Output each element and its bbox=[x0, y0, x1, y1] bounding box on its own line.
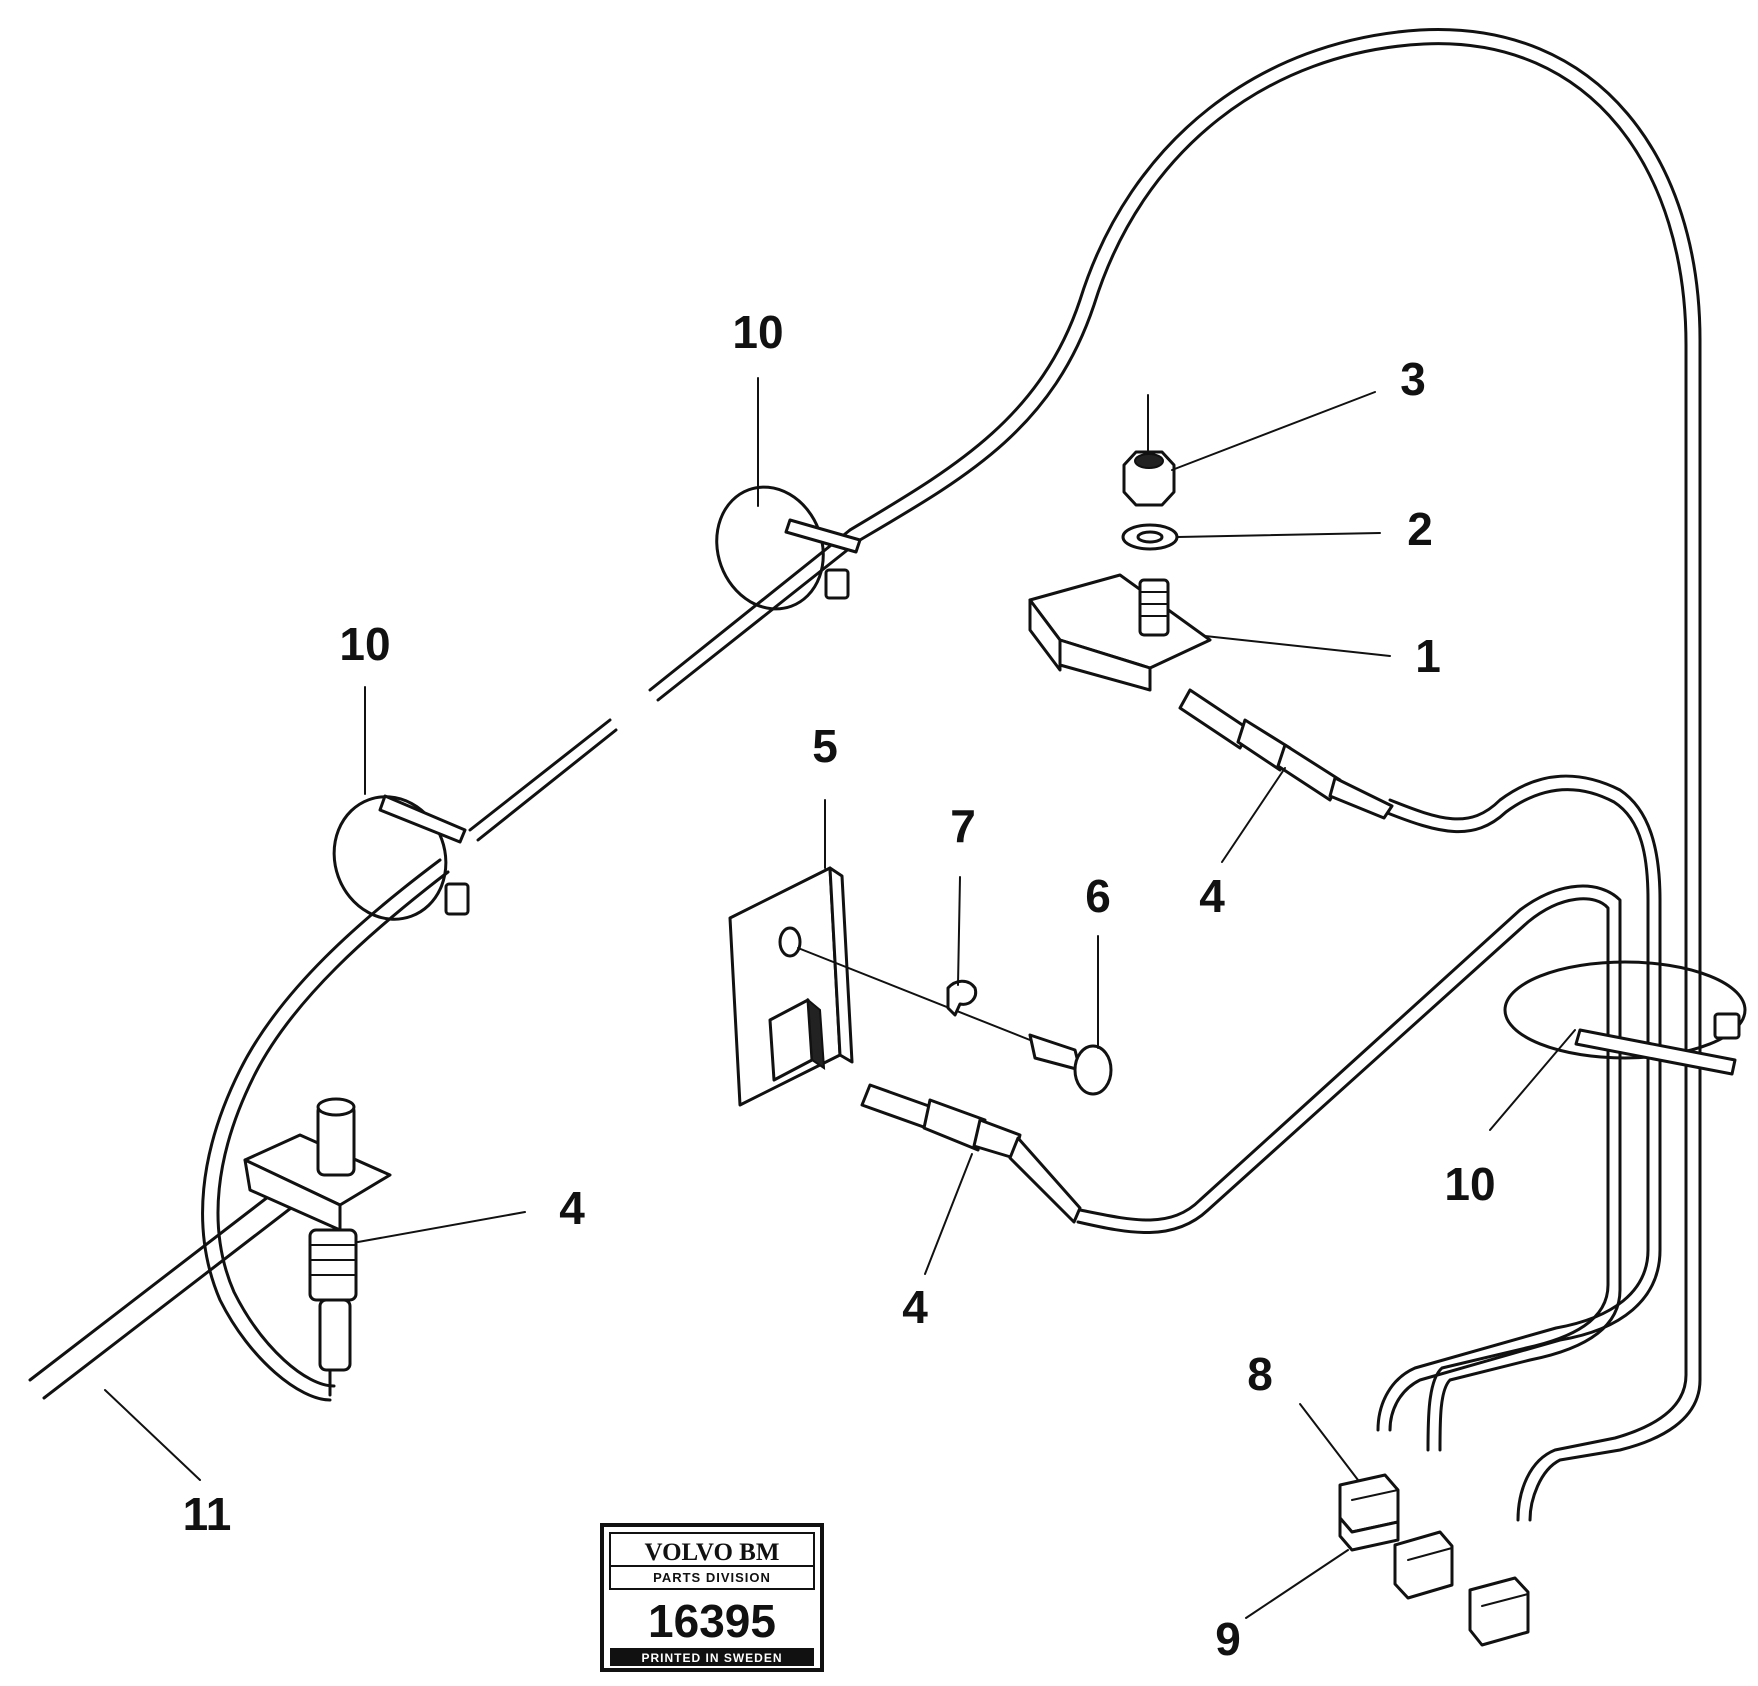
callout-11: 11 bbox=[183, 1488, 232, 1540]
callout-10-lower: 10 bbox=[339, 618, 390, 670]
callout-4-middle: 4 bbox=[902, 1281, 928, 1333]
cable-harness bbox=[28, 28, 1702, 1522]
connector-right-a bbox=[1393, 1530, 1454, 1600]
callout-10-upper: 10 bbox=[732, 306, 783, 358]
washer bbox=[1121, 523, 1179, 551]
callout-5: 5 bbox=[812, 720, 838, 772]
callout-4-left: 4 bbox=[559, 1182, 585, 1234]
callout-6: 6 bbox=[1085, 870, 1111, 922]
callout-3: 3 bbox=[1400, 353, 1426, 405]
sensor-middle bbox=[860, 1083, 1082, 1224]
callout-8: 8 bbox=[1247, 1348, 1273, 1400]
plate-brand: VOLVO BM bbox=[645, 1539, 780, 1566]
plate-number: 16395 bbox=[648, 1595, 776, 1647]
connector-right-b bbox=[1468, 1576, 1530, 1647]
plate-division: PARTS DIVISION bbox=[653, 1570, 771, 1585]
callout-10-right: 10 bbox=[1444, 1158, 1495, 1210]
cable-clamp-right bbox=[1503, 960, 1747, 1076]
cable-clamp-upper bbox=[715, 485, 862, 611]
bracket bbox=[1028, 573, 1212, 692]
nut bbox=[1122, 394, 1176, 507]
screw-assembly bbox=[797, 947, 1113, 1096]
connector-9 bbox=[1338, 1516, 1400, 1552]
sensor-upper bbox=[1178, 688, 1394, 820]
callout-2: 2 bbox=[1407, 503, 1433, 555]
callout-labels: 1 2 3 4 4 4 5 6 7 8 9 10 10 10 11 bbox=[183, 306, 1496, 1665]
sensor-lower-left bbox=[243, 1097, 392, 1397]
cable-clamp-lower bbox=[332, 794, 470, 921]
leader-lines bbox=[104, 377, 1576, 1619]
callout-7: 7 bbox=[950, 800, 976, 852]
callout-9: 9 bbox=[1215, 1613, 1241, 1665]
callout-4-upper: 4 bbox=[1199, 870, 1225, 922]
switch-plate bbox=[728, 866, 854, 1107]
parts-plate: VOLVO BM PARTS DIVISION 16395 PRINTED IN… bbox=[600, 1523, 824, 1672]
plate-footer: PRINTED IN SWEDEN bbox=[641, 1651, 782, 1665]
callout-1: 1 bbox=[1415, 630, 1441, 682]
